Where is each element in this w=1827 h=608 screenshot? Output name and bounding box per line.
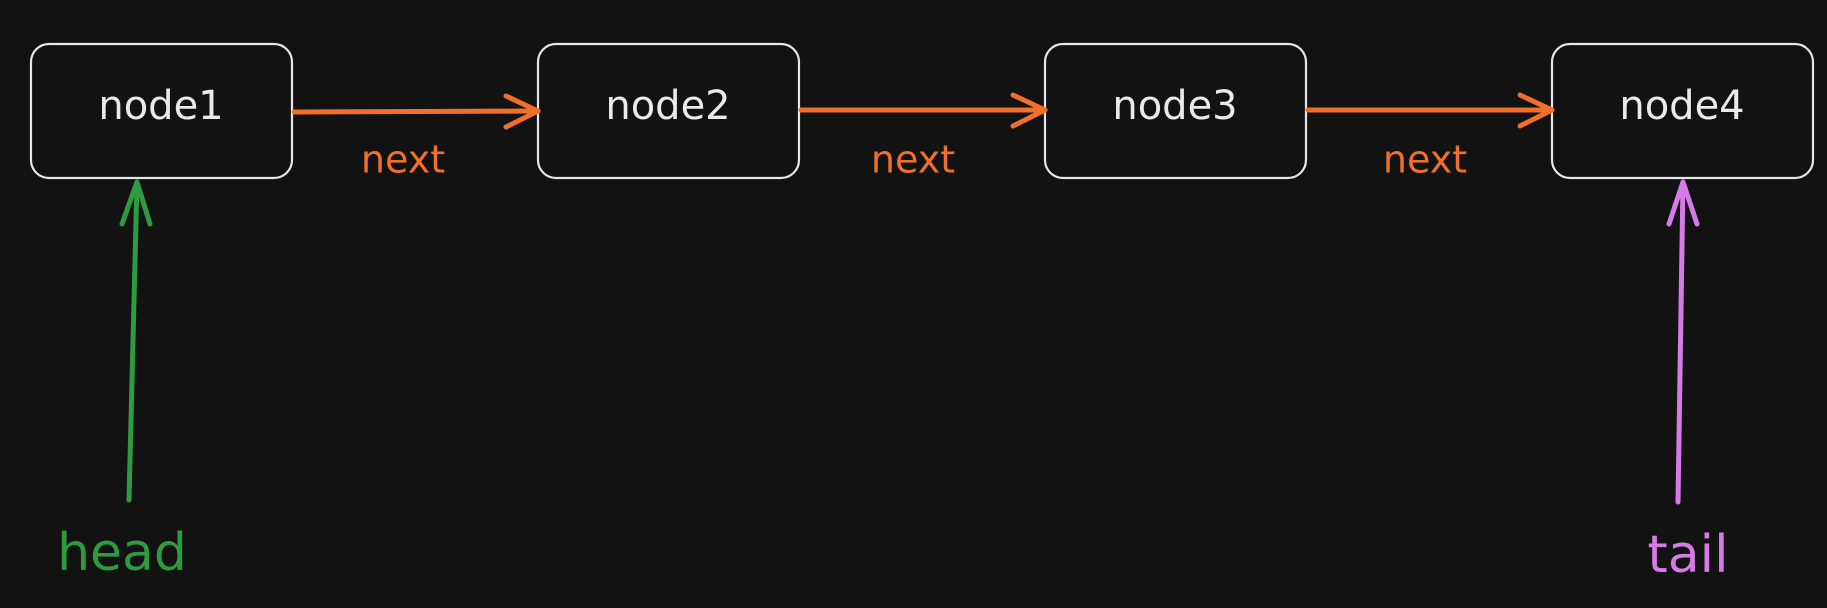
tail-arrowhead-icon (1666, 179, 1700, 227)
next-label: next (1383, 138, 1467, 182)
edge-node2-node3: next (798, 92, 1048, 182)
head-arrow-line (126, 179, 140, 503)
next-arrow-line (291, 108, 541, 115)
node-node2: node2 (536, 42, 801, 180)
node-node1: node1 (29, 42, 294, 180)
tail-pointer: tail (1647, 179, 1729, 585)
node-label: node2 (605, 83, 730, 129)
head-pointer: head (57, 179, 187, 583)
head-arrowhead-icon (119, 179, 153, 227)
edge-node3-node4: next (1305, 92, 1555, 182)
next-arrowhead-icon (503, 93, 541, 130)
tail-arrow-line (1675, 179, 1686, 505)
next-label: next (361, 138, 445, 182)
next-arrowhead-icon (1010, 92, 1048, 129)
head-label: head (57, 523, 187, 583)
node-label: node3 (1112, 83, 1237, 129)
edge-node1-node2: next (291, 93, 541, 182)
node-label: node4 (1619, 83, 1744, 129)
next-arrowhead-icon (1517, 92, 1555, 129)
node-node3: node3 (1043, 42, 1308, 180)
node-label: node1 (98, 83, 223, 129)
next-label: next (871, 138, 955, 182)
tail-label: tail (1647, 525, 1728, 585)
node-node4: node4 (1550, 42, 1815, 180)
